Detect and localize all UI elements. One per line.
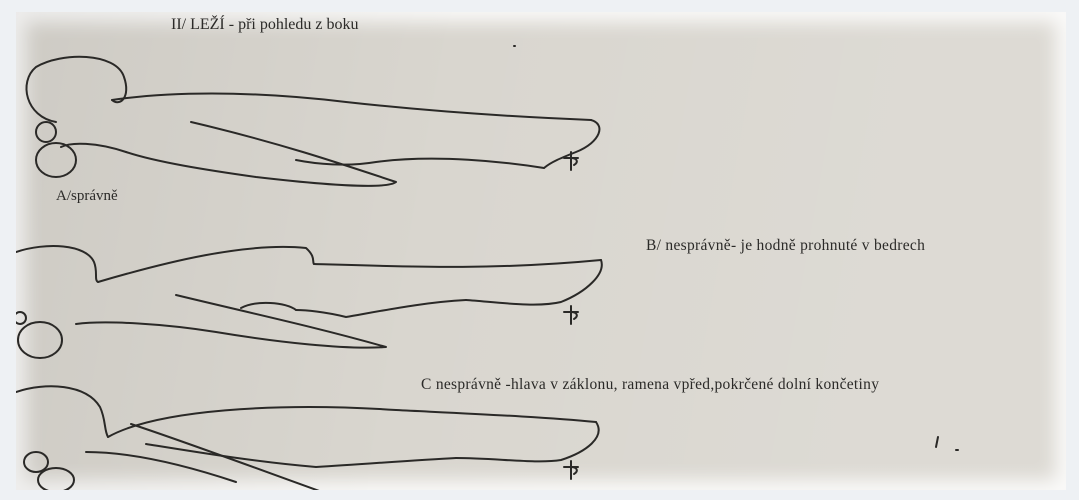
- figure-c-leg: [146, 444, 456, 467]
- figure-b-hand-1: [16, 312, 26, 324]
- drawings-svg: [16, 12, 1066, 490]
- figure-c-hand-1: [24, 452, 48, 472]
- figure-b-leg: [296, 300, 466, 317]
- figure-b-hip: [314, 260, 601, 267]
- figure-c-back: [108, 407, 596, 437]
- figure-c-foot: [456, 422, 599, 461]
- figure-b-hand-2: [18, 322, 62, 358]
- paper-sheet: II/ LEŽÍ - při pohledu z boku A/správně …: [16, 12, 1066, 490]
- figure-a-back: [112, 94, 591, 121]
- figure-c-mark: [564, 461, 578, 479]
- figure-b-drawing: [16, 246, 602, 358]
- figure-a-head: [26, 57, 126, 122]
- figure-a-leg: [296, 159, 544, 168]
- figure-a-hand-1: [36, 122, 56, 142]
- figure-a-hand-2: [36, 143, 76, 177]
- figure-c-hand-2: [38, 468, 74, 490]
- figure-c-front: [86, 452, 236, 482]
- figure-a-drawing: [26, 57, 599, 186]
- figure-b-back: [98, 247, 314, 282]
- figure-a-arm: [126, 122, 396, 186]
- figure-b-arm: [76, 295, 386, 348]
- figure-c-head: [16, 386, 108, 437]
- figure-c-stray-mark: [936, 437, 958, 450]
- figure-c-drawing: [16, 386, 958, 490]
- figure-a-mark: [564, 152, 578, 170]
- figure-b-head: [16, 246, 98, 282]
- figure-b-mark: [564, 306, 578, 324]
- figure-b-arch: [241, 303, 296, 310]
